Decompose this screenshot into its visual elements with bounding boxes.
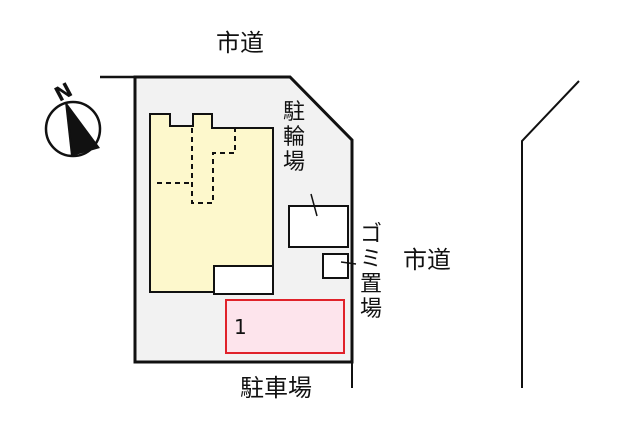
right-road-edge-line	[521, 80, 580, 388]
garbage-area-label: ゴミ置場	[359, 222, 382, 322]
bicycle-parking-label: 駐輪場	[282, 100, 305, 175]
right-road-label: 市道	[403, 246, 451, 274]
parking-lot-label: 駐車場	[240, 374, 312, 402]
bicycle-parking-leader-line	[310, 193, 318, 217]
garbage-leader-line	[340, 261, 357, 265]
building-interior-dashed-lines	[157, 128, 236, 204]
entrance-box	[213, 265, 274, 295]
compass-icon	[44, 100, 102, 158]
top-road-label: 市道	[216, 29, 264, 57]
parking-space-number: 1	[234, 315, 247, 339]
bicycle-parking-box	[288, 205, 349, 248]
garbage-box	[322, 253, 349, 279]
parking-space-1	[225, 299, 345, 354]
